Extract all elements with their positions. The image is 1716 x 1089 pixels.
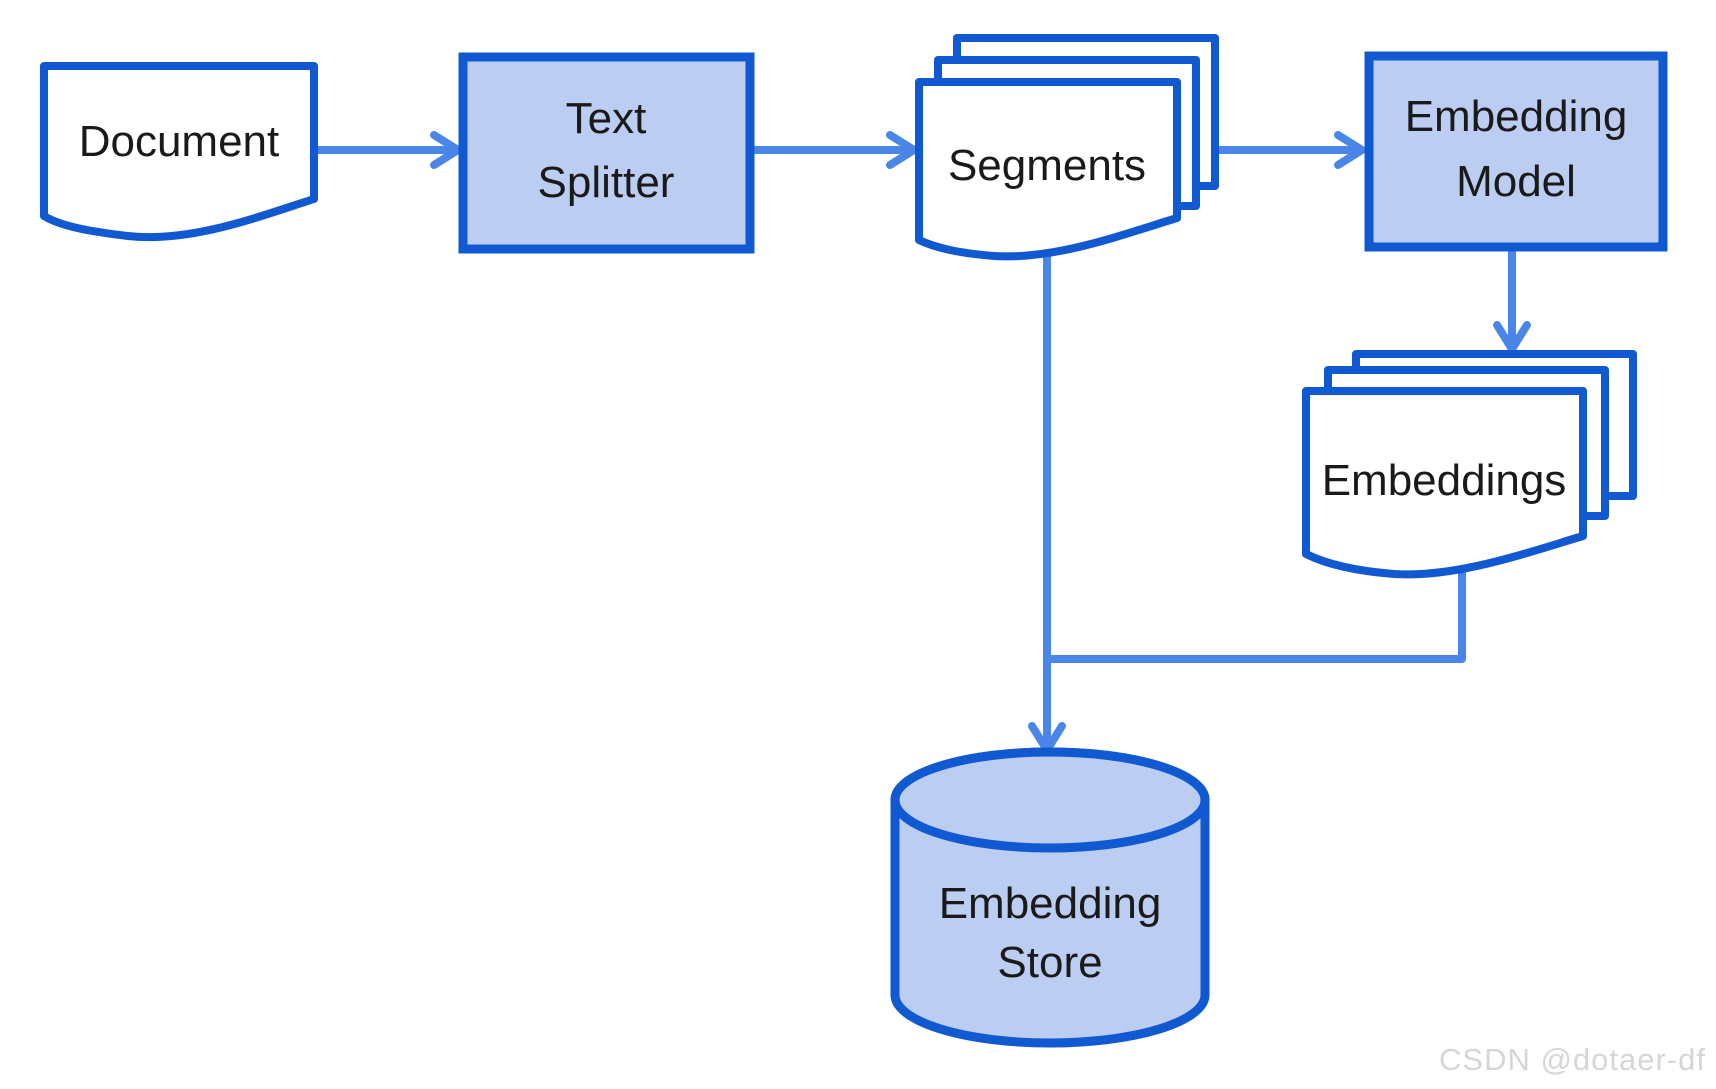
embedding-model-box [1364,51,1668,252]
text-splitter-node: Text Splitter [458,52,755,254]
embeddings-node: Embeddings [1302,350,1637,579]
watermark: CSDN @dotaer-df [1439,1042,1706,1077]
embedding-model-node: Embedding Model [1364,51,1668,252]
document-label: Document [79,117,280,166]
connectors [312,131,1531,754]
text-splitter-box [458,52,755,254]
text-splitter-label-line2: Splitter [538,158,675,207]
document-node: Document [40,62,318,242]
arrow-segments-to-embedding-store [1028,250,1066,754]
segments-front-sheet [915,78,1181,261]
embedding-store-label-line2: Store [997,938,1102,987]
arrowhead-icon [1493,321,1531,353]
embeddings-label: Embeddings [1322,456,1567,505]
document-shape [40,62,318,242]
arrowhead-icon [1334,131,1366,169]
embedding-store-label-line1: Embedding [939,879,1162,928]
connector-embeddings-to-junction [1047,562,1466,663]
embeddings-front-sheet [1302,387,1587,579]
text-splitter-label-line1: Text [566,94,647,143]
arrow-text-splitter-to-segments [748,131,918,169]
embedding-store-node: Embedding Store [890,747,1210,1048]
arrow-segments-to-embedding-model [1214,131,1366,169]
arrowhead-icon [430,131,462,169]
arrow-document-to-text-splitter [312,131,462,169]
embedding-model-label-line2: Model [1456,157,1576,206]
embedding-store-cylinder-top [890,747,1210,853]
segments-node: Segments [915,34,1219,261]
embedding-model-label-line1: Embedding [1405,92,1628,141]
segments-label: Segments [948,141,1146,190]
arrowhead-icon [886,131,918,169]
arrow-embedding-model-to-embeddings [1493,246,1531,353]
